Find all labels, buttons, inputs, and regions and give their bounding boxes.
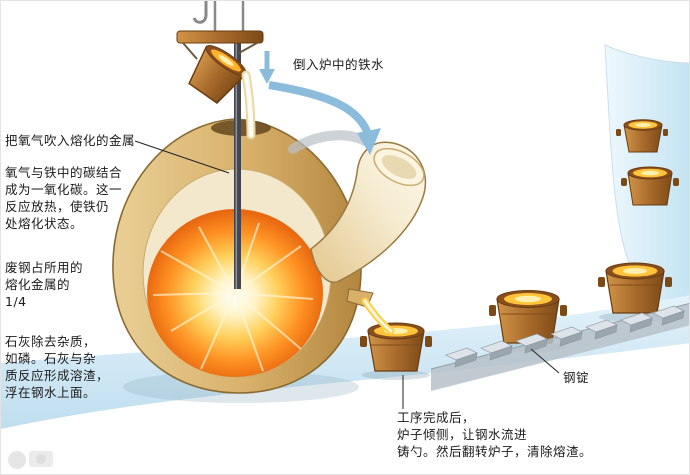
fire-streaks [152,222,314,372]
casting-ladle [360,322,432,380]
curved-pour-arrow-icon [268,81,381,155]
crane-hook-icon [192,1,208,24]
leader-ingot [530,348,560,374]
pour-direction-arrow-icon [259,51,275,84]
leader-blow-oxygen [134,140,230,174]
label-process-complete: 工序完成后， 炉子倾侧，让钢水流进 铸勺。然后翻转炉子，清除熔渣。 [397,410,593,459]
iron-pour-stream [241,70,256,140]
label-blow-oxygen: 把氧气吹入熔化的金属 [5,133,136,148]
hoist-assembly [176,1,264,104]
oxygen-lance [234,43,241,289]
watermark-logo [8,451,53,469]
label-ingot: 钢锭 [563,370,590,385]
pouring-ladle [188,45,247,104]
label-scrap-ratio: 废钢占所用的 熔化金属的 1/4 [5,260,84,309]
label-pour-iron: 倒入炉中的铁水 [293,57,385,72]
label-oxygen-reaction: 氧气与铁中的碳结合 成为一氧化碳。这一 反应放热，使铁仍 处熔化状态。 [5,165,123,231]
transfer-pot-5 [616,119,668,153]
tapping-stream [361,297,395,335]
horn-mouth-inner [381,155,417,179]
ingots [445,305,685,368]
transfer-pot-4 [621,166,679,206]
label-lime: 石灰除去杂质， 如磷。石灰与杂 质反应形成溶渣， 浮在钢水上面。 [5,334,110,400]
leader-lines [134,140,560,409]
furnace-back-rim [288,130,374,154]
